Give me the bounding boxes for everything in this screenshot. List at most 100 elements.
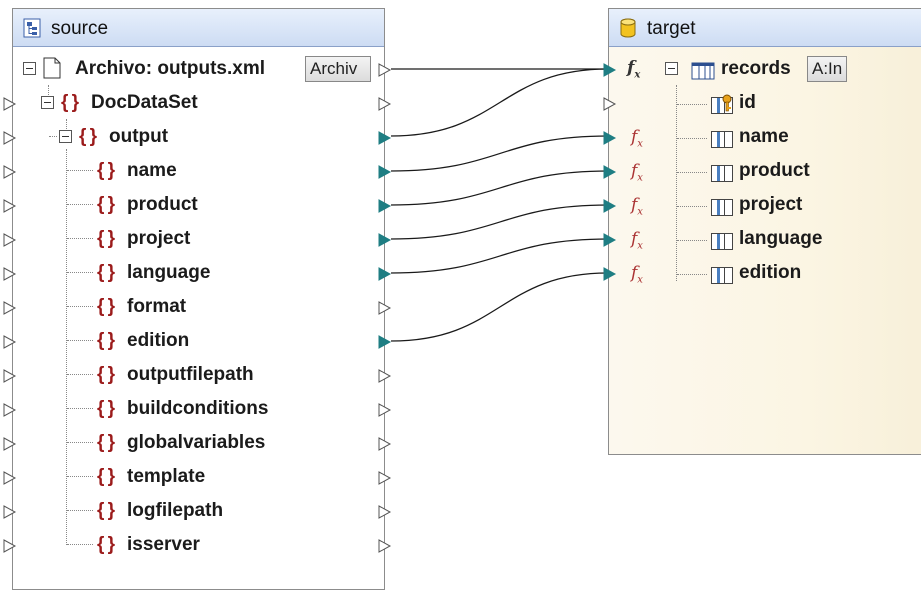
- function-icon: fx: [627, 58, 641, 81]
- input-port[interactable]: [603, 165, 617, 179]
- node-label: output: [109, 126, 169, 147]
- output-port[interactable]: [378, 131, 392, 145]
- input-port[interactable]: [3, 301, 17, 315]
- source-node-outputfilepath[interactable]: { }outputfilepath: [3, 359, 392, 393]
- column-icon: [711, 199, 733, 216]
- document-icon: [43, 57, 61, 79]
- tree-guide: [66, 149, 67, 545]
- field-label: edition: [739, 262, 802, 283]
- output-port[interactable]: [378, 165, 392, 179]
- output-port[interactable]: [378, 301, 392, 315]
- source-node-product[interactable]: { }product: [3, 189, 392, 223]
- column-icon: [711, 267, 733, 284]
- input-port[interactable]: [603, 97, 617, 111]
- element-icon: { }: [97, 228, 115, 249]
- function-icon: fx: [631, 229, 643, 252]
- node-label: globalvariables: [127, 432, 266, 453]
- input-port[interactable]: [603, 199, 617, 213]
- tree-guide: [67, 476, 93, 477]
- output-port[interactable]: [378, 233, 392, 247]
- element-icon: { }: [61, 92, 79, 113]
- output-port[interactable]: [378, 63, 392, 77]
- input-port[interactable]: [603, 233, 617, 247]
- tree-guide: [67, 204, 93, 205]
- input-port[interactable]: [3, 403, 17, 417]
- source-node-output[interactable]: { }output: [3, 121, 392, 155]
- input-port[interactable]: [3, 165, 17, 179]
- source-node-globalvariables[interactable]: { } globalvariables: [3, 427, 392, 461]
- function-icon: fx: [631, 161, 643, 184]
- input-port[interactable]: [603, 267, 617, 281]
- output-port[interactable]: [378, 369, 392, 383]
- file-button[interactable]: Archiv: [305, 56, 371, 82]
- input-port[interactable]: [3, 539, 17, 553]
- node-label: project: [127, 228, 191, 249]
- field-label: project: [739, 194, 803, 215]
- output-port[interactable]: [378, 505, 392, 519]
- source-node-format[interactable]: { }format: [3, 291, 392, 325]
- connection-line[interactable]: [390, 272, 609, 342]
- collapse-toggle[interactable]: [665, 62, 678, 75]
- output-port[interactable]: [378, 199, 392, 213]
- input-port[interactable]: [3, 335, 17, 349]
- connection-line[interactable]: [390, 170, 609, 206]
- source-node-edition[interactable]: { }edition: [3, 325, 392, 359]
- output-port[interactable]: [378, 437, 392, 451]
- input-port[interactable]: [3, 267, 17, 281]
- source-node-name[interactable]: { }name: [3, 155, 392, 189]
- records-button[interactable]: A:In: [807, 56, 848, 82]
- source-node-logfilepath[interactable]: { }logfilepath: [3, 495, 392, 529]
- target-field-edition[interactable]: fx edition: [603, 257, 921, 291]
- input-port[interactable]: [603, 131, 617, 145]
- source-node-template[interactable]: { }template: [3, 461, 392, 495]
- output-port[interactable]: [378, 267, 392, 281]
- function-icon: fx: [631, 263, 643, 286]
- node-label: product: [127, 194, 198, 215]
- element-icon: { }: [97, 296, 115, 317]
- records-row[interactable]: fx records A:In: [603, 53, 921, 87]
- source-node-DocDataSet[interactable]: { }DocDataSet: [3, 87, 392, 121]
- source-node-language[interactable]: { }language: [3, 257, 392, 291]
- input-port[interactable]: [603, 63, 617, 77]
- tree-guide: [677, 138, 707, 139]
- connection-line[interactable]: [390, 204, 609, 240]
- output-port[interactable]: [378, 97, 392, 111]
- collapse-toggle[interactable]: [41, 96, 54, 109]
- source-node-project[interactable]: { } project: [3, 223, 392, 257]
- output-port[interactable]: [378, 403, 392, 417]
- function-icon: fx: [631, 195, 643, 218]
- connection-line[interactable]: [390, 135, 609, 172]
- node-label: logfilepath: [127, 500, 224, 521]
- source-header[interactable]: source: [13, 9, 384, 47]
- target-field-project[interactable]: fx project: [603, 189, 921, 223]
- source-component[interactable]: source Archivo: outputs.xml Archiv { }Do…: [3, 8, 392, 590]
- input-port[interactable]: [3, 233, 17, 247]
- collapse-toggle[interactable]: [23, 62, 36, 75]
- column-icon: [711, 165, 733, 182]
- input-port[interactable]: [3, 369, 17, 383]
- collapse-toggle[interactable]: [59, 130, 72, 143]
- connection-line[interactable]: [390, 238, 609, 274]
- source-node-buildconditions[interactable]: { }buildconditions: [3, 393, 392, 427]
- output-port[interactable]: [378, 539, 392, 553]
- input-port[interactable]: [3, 505, 17, 519]
- input-port[interactable]: [3, 97, 17, 111]
- element-icon: { }: [97, 432, 115, 453]
- connection-line[interactable]: [390, 68, 609, 137]
- input-port[interactable]: [3, 437, 17, 451]
- key-icon: [722, 94, 732, 112]
- source-title: source: [51, 18, 109, 39]
- output-port[interactable]: [378, 471, 392, 485]
- input-port[interactable]: [3, 471, 17, 485]
- target-field-id[interactable]: id: [603, 87, 921, 121]
- file-row[interactable]: Archivo: outputs.xml Archiv: [13, 53, 392, 87]
- input-port[interactable]: [3, 131, 17, 145]
- target-header[interactable]: target: [609, 9, 921, 47]
- output-port[interactable]: [378, 335, 392, 349]
- input-port[interactable]: [3, 199, 17, 213]
- source-node-isserver[interactable]: { }isserver: [3, 529, 392, 563]
